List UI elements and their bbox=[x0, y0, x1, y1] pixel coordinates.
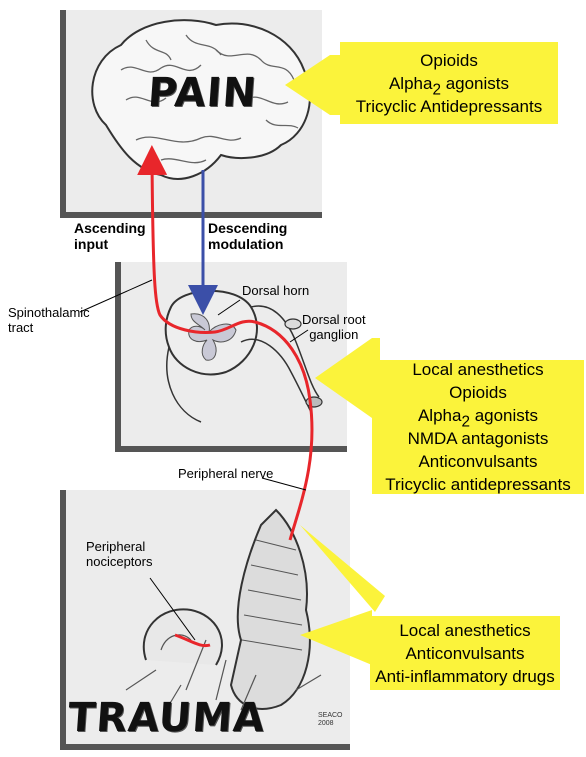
ascending-pathway-arrow bbox=[152, 160, 312, 540]
dorsal-root-ganglion-label: Dorsal root ganglion bbox=[302, 313, 366, 343]
spinothalamic-leader bbox=[80, 280, 152, 312]
spinal-drug-pointer bbox=[315, 338, 380, 418]
spinal-drug-line-6: Tricyclic antidepressants bbox=[372, 473, 584, 496]
periphery-drug-line-1: Local anesthetics bbox=[370, 619, 560, 642]
periphery-drug-line-2: Anticonvulsants bbox=[370, 642, 560, 665]
peripheral-nerve-label: Peripheral nerve bbox=[178, 467, 273, 482]
brain-drug-line-3: Tricyclic Antidepressants bbox=[340, 95, 558, 118]
peripheral-nociceptors-label: Peripheral nociceptors bbox=[86, 540, 152, 570]
spinal-drug-line-1: Local anesthetics bbox=[372, 358, 584, 381]
brain-drug-line-2: Alpha2 agonists bbox=[340, 72, 558, 95]
ascending-input-label: Ascending input bbox=[74, 220, 146, 252]
descending-modulation-label: Descending modulation bbox=[208, 220, 287, 252]
spinal-drug-box: Local anesthetics Opioids Alpha2 agonist… bbox=[372, 360, 584, 494]
brain-drug-line-1: Opioids bbox=[340, 49, 558, 72]
spinal-drug-line-2: Opioids bbox=[372, 381, 584, 404]
periphery-drug-box: Local anesthetics Anticonvulsants Anti-i… bbox=[370, 616, 560, 690]
spinal-drug-line-3: Alpha2 agonists bbox=[372, 404, 584, 427]
dorsal-horn-leader bbox=[218, 300, 240, 315]
spinothalamic-tract-label: Spinothalamic tract bbox=[8, 306, 90, 336]
periphery-drug-line-3: Anti-inflammatory drugs bbox=[370, 665, 560, 688]
dorsal-horn-label: Dorsal horn bbox=[242, 284, 309, 299]
spinal-drug-line-5: Anticonvulsants bbox=[372, 450, 584, 473]
brain-drug-pointer bbox=[285, 55, 340, 115]
brain-drug-box: Opioids Alpha2 agonists Tricyclic Antide… bbox=[340, 42, 558, 124]
nociceptor-leader bbox=[150, 578, 195, 640]
periphery-drug-pointer-upper bbox=[300, 525, 385, 612]
spinal-drug-line-4: NMDA antagonists bbox=[372, 427, 584, 450]
periphery-drug-pointer-lower bbox=[300, 610, 372, 665]
